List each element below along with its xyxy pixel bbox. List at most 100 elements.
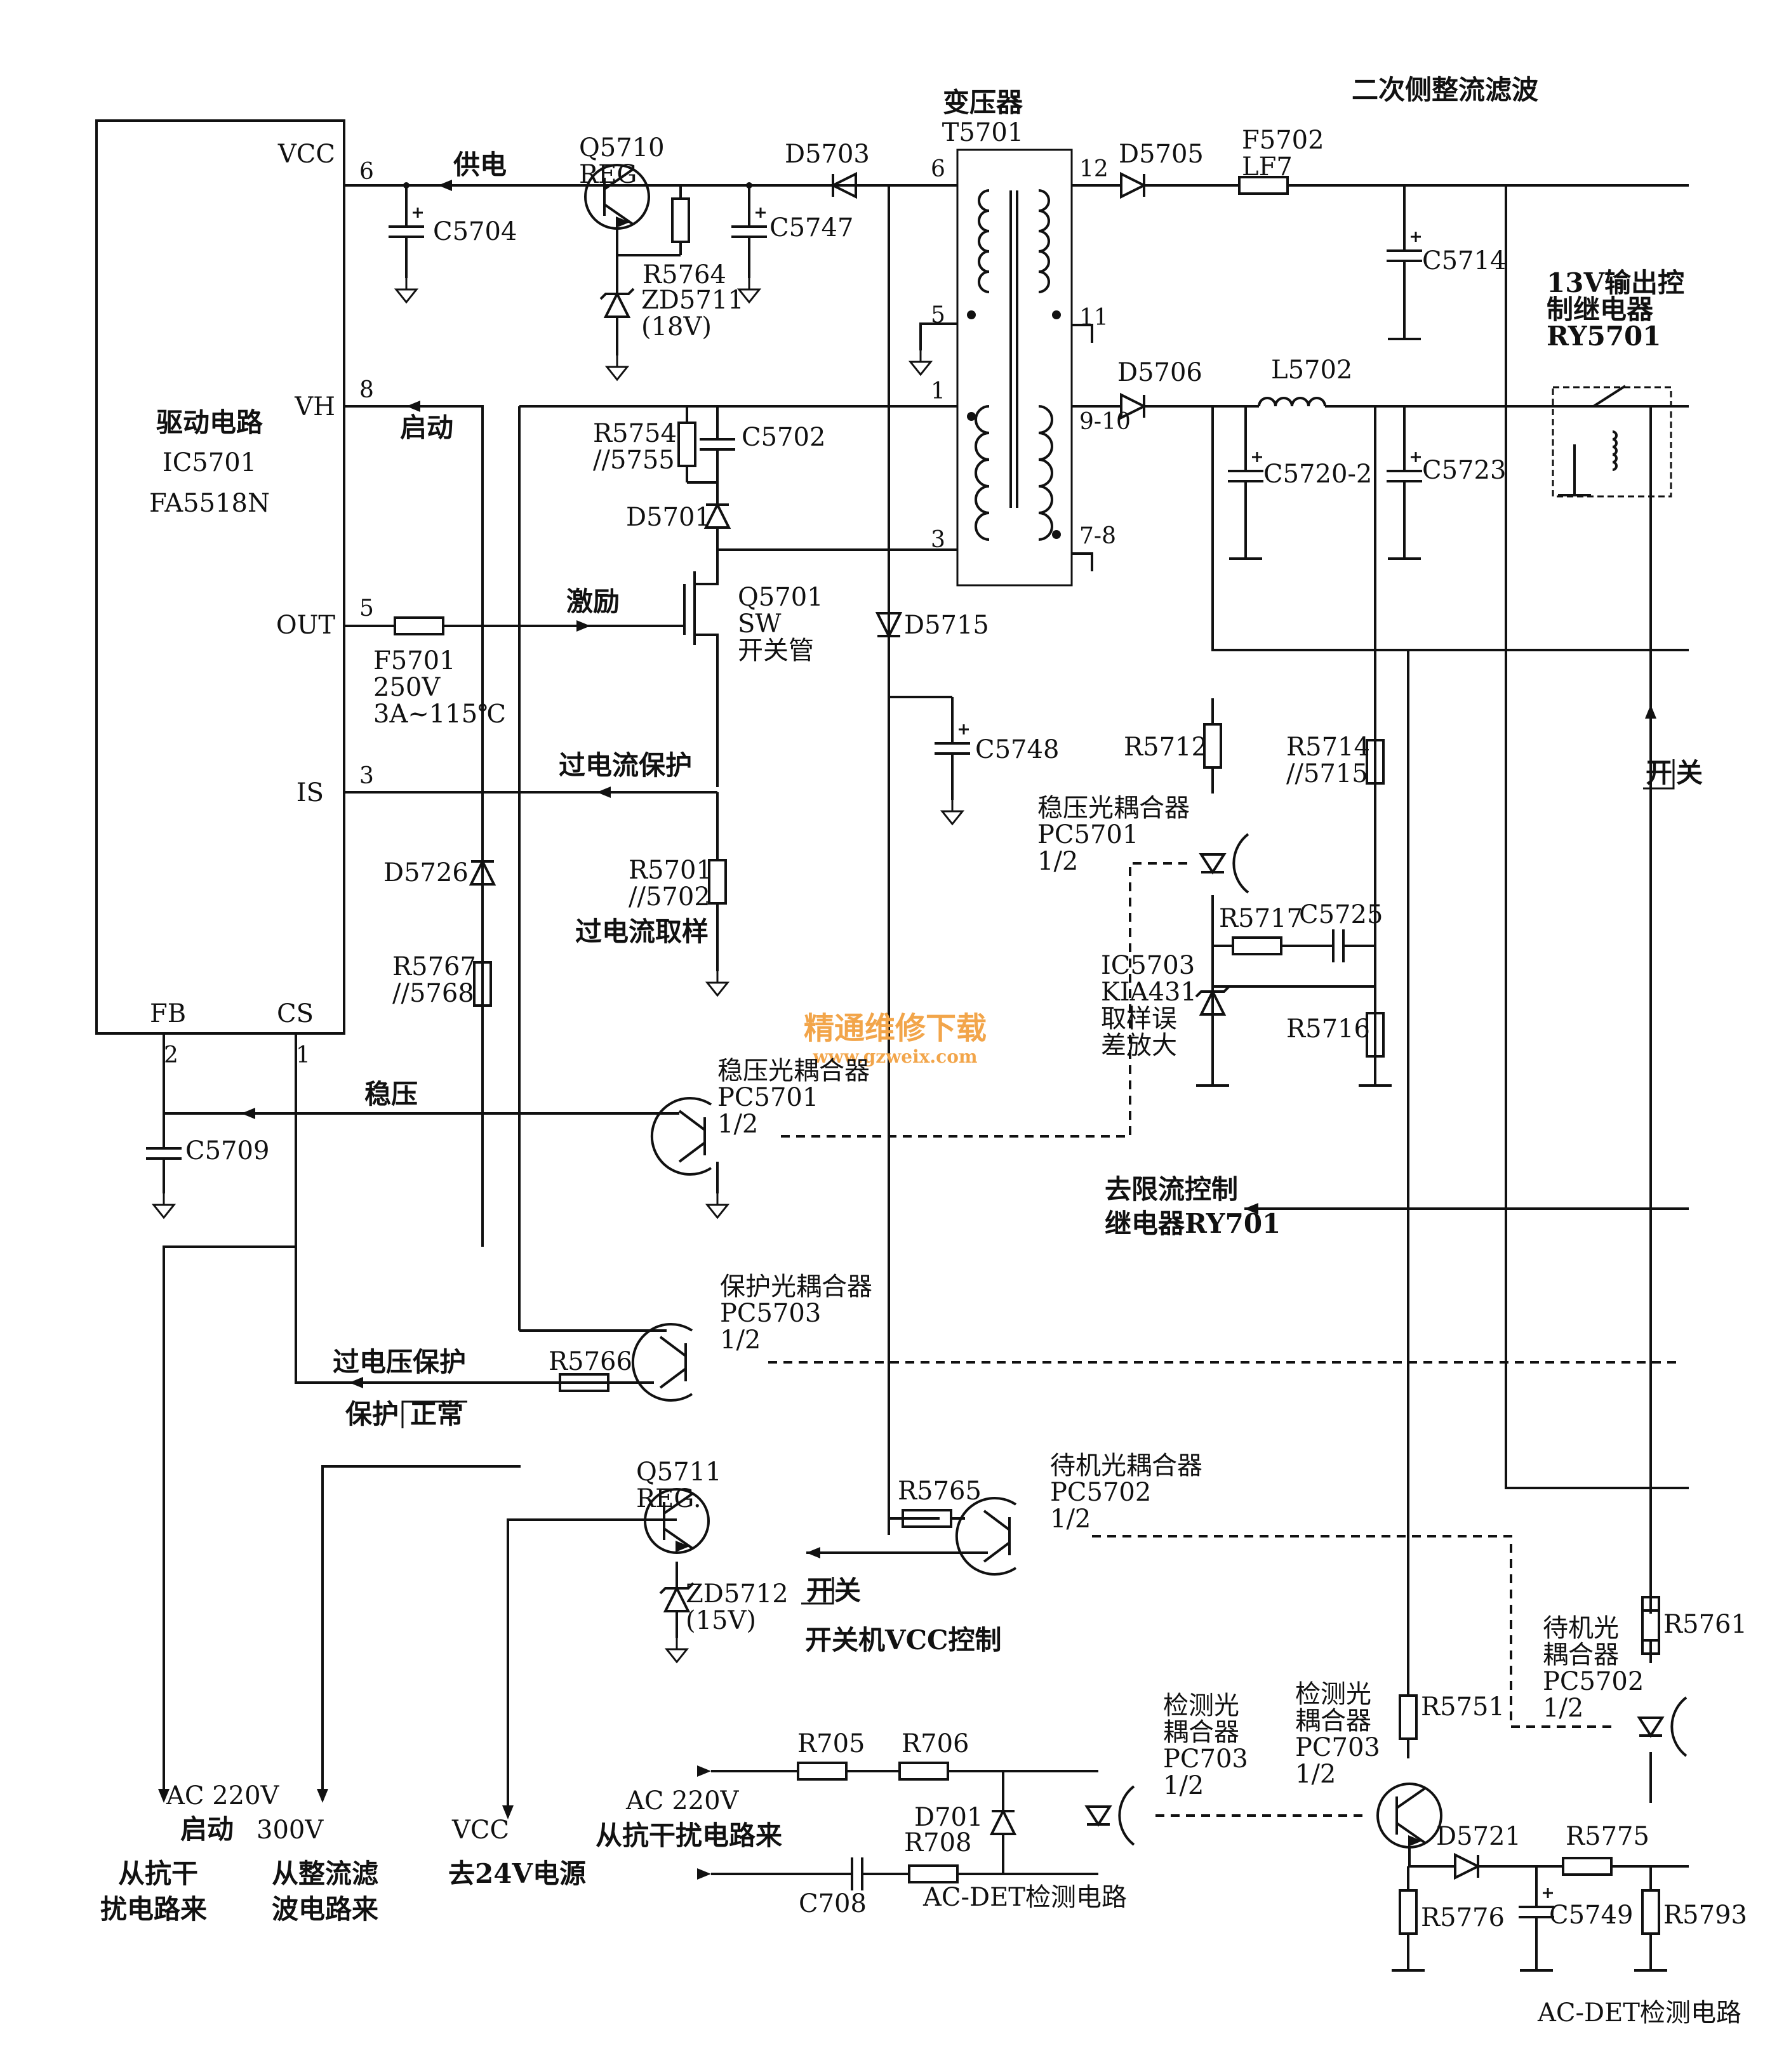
- label-switch-open-1: 开: [1646, 757, 1672, 788]
- r5766-resistor: [559, 1373, 609, 1392]
- r706-label: R706: [902, 1729, 969, 1758]
- ovp-arrow: [349, 1377, 363, 1388]
- r5776-label: R5776: [1421, 1903, 1505, 1932]
- label-regulation: 稳压: [364, 1079, 418, 1110]
- ic-pin-vcc: VCC: [277, 140, 335, 169]
- zd5712-zener: [659, 1582, 695, 1612]
- ic-part: FA5518N: [149, 489, 270, 518]
- r5767-label-1: R5767: [392, 952, 476, 981]
- ry5701-relay: [1552, 386, 1672, 498]
- r5764-resistor: [671, 197, 690, 243]
- emitter-arrow: [1408, 1835, 1422, 1847]
- pin11-ground: [1072, 324, 1093, 343]
- c5704-label: C5704: [433, 217, 517, 246]
- ic-pin-is: IS: [296, 778, 324, 807]
- ic5703-label-3: 取样误: [1101, 1004, 1177, 1033]
- input-ac-from-2: 扰电路来: [100, 1894, 207, 1925]
- pc5703-label-1: 保护光耦合器: [720, 1272, 872, 1301]
- pin-num-2: 2: [164, 1042, 178, 1068]
- tpin-12: 12: [1079, 156, 1109, 182]
- ic-pin-fb: FB: [150, 999, 186, 1028]
- c5709-ground: [151, 1193, 176, 1219]
- pin-num-6: 6: [359, 159, 374, 185]
- r5716-ground: [1359, 1073, 1392, 1087]
- zd5712-label-1: ZD5712: [686, 1579, 789, 1609]
- label-protect: 保护: [345, 1398, 399, 1430]
- transistor-leads: [1395, 1786, 1427, 1845]
- c5720-capacitor: [1228, 470, 1263, 482]
- d5703-label: D5703: [785, 140, 870, 169]
- ic5703-label-1: IC5703: [1101, 951, 1195, 980]
- r5765-resistor: [902, 1509, 952, 1528]
- pc5701-tr-label-2: PC5701: [717, 1083, 818, 1112]
- emitter-arrow: [616, 216, 630, 228]
- r5776-resistor: [1399, 1889, 1418, 1935]
- output-vcc: VCC: [451, 1816, 509, 1845]
- q5701-mosfet: [683, 550, 719, 787]
- r5712-label: R5712: [1124, 733, 1208, 762]
- input-300v-from-2: 波电路来: [272, 1894, 378, 1925]
- c5749-label: C5749: [1549, 1901, 1633, 1930]
- ic-pin-cs: CS: [277, 999, 314, 1028]
- r5751-resistor: [1399, 1694, 1418, 1740]
- watermark-url: www.gzweix.com: [812, 1046, 977, 1067]
- ac-det-in-1: AC 220V: [625, 1786, 740, 1816]
- pc5702-led: [1670, 1696, 1688, 1757]
- ac-det-circuit-2: AC-DET检测电路: [1537, 1998, 1741, 2028]
- transformer-frame: [956, 149, 1073, 587]
- d5726-diode: [469, 858, 496, 886]
- c5749-capacitor: [1519, 1906, 1554, 1918]
- ic5703-shunt-regulator: [1195, 985, 1230, 1016]
- f5701-label-1: F5701: [373, 646, 456, 675]
- polarity-mark: [1543, 1888, 1553, 1898]
- transistor-leads: [663, 1492, 695, 1550]
- t5701-primary-upper: [978, 189, 990, 293]
- pin7-8-ground: [1072, 552, 1093, 571]
- r708-label: R708: [904, 1828, 971, 1857]
- pin5-ground-symbol: [908, 350, 933, 376]
- c5748-ground: [940, 800, 965, 826]
- pin-num-5: 5: [359, 595, 374, 621]
- pc703-phototransistor: [1376, 1783, 1442, 1849]
- c708-capacitor: [851, 1857, 863, 1890]
- relay-coil: [1612, 430, 1618, 471]
- phototransistor: [983, 1510, 1011, 1563]
- vcc-out-arrow: [502, 1805, 514, 1819]
- d5705-diode: [1120, 171, 1147, 199]
- polarity-mark: [756, 208, 766, 218]
- label-ocp-sample: 过电流取样: [575, 916, 709, 947]
- pc5702-led-label-4: 1/2: [1543, 1694, 1583, 1723]
- tpin-3: 3: [931, 527, 945, 553]
- input-ac-start-2: 启动: [180, 1814, 234, 1845]
- f5701-label-3: 3A~115℃: [373, 700, 506, 729]
- c5720-label: C5720-2: [1263, 460, 1372, 489]
- zd5711-ground: [604, 355, 630, 382]
- c5704-ground: [394, 278, 419, 304]
- wires: [163, 184, 1689, 1958]
- d5706-label: D5706: [1117, 358, 1202, 387]
- dot-11: [1052, 310, 1061, 319]
- input-300v: 300V: [256, 1816, 324, 1845]
- cs-line: [295, 1033, 654, 1384]
- pc5702-tr-label-1: 待机光耦合器: [1050, 1451, 1202, 1480]
- r5754-resistor: [677, 422, 696, 467]
- pc5701-led: [1232, 833, 1249, 894]
- input-ac-from-1: 从抗干: [118, 1858, 198, 1889]
- q5711-label-2: REG.: [636, 1484, 702, 1513]
- ac-det-arrow-1: [697, 1765, 711, 1777]
- zd5711-zener: [599, 288, 635, 318]
- pc5701-tr-ground: [705, 1193, 730, 1219]
- c5723-capacitor: [1387, 470, 1422, 482]
- relay-contact: [1592, 385, 1627, 408]
- ry5701-label-2: 制继电器: [1547, 294, 1654, 325]
- d5715-label: D5715: [904, 611, 989, 640]
- q5710-transistor: [584, 164, 650, 230]
- c708-label: C708: [799, 1889, 867, 1918]
- q5710-label-1: Q5710: [579, 133, 665, 163]
- pc5701-led-label-1: 稳压光耦合器: [1037, 794, 1190, 823]
- r5767-resistor: [473, 961, 492, 1007]
- r5751-label: R5751: [1421, 1692, 1505, 1722]
- ry5701-label-1: 13V输出控: [1547, 267, 1684, 298]
- c5747-capacitor: [731, 225, 767, 238]
